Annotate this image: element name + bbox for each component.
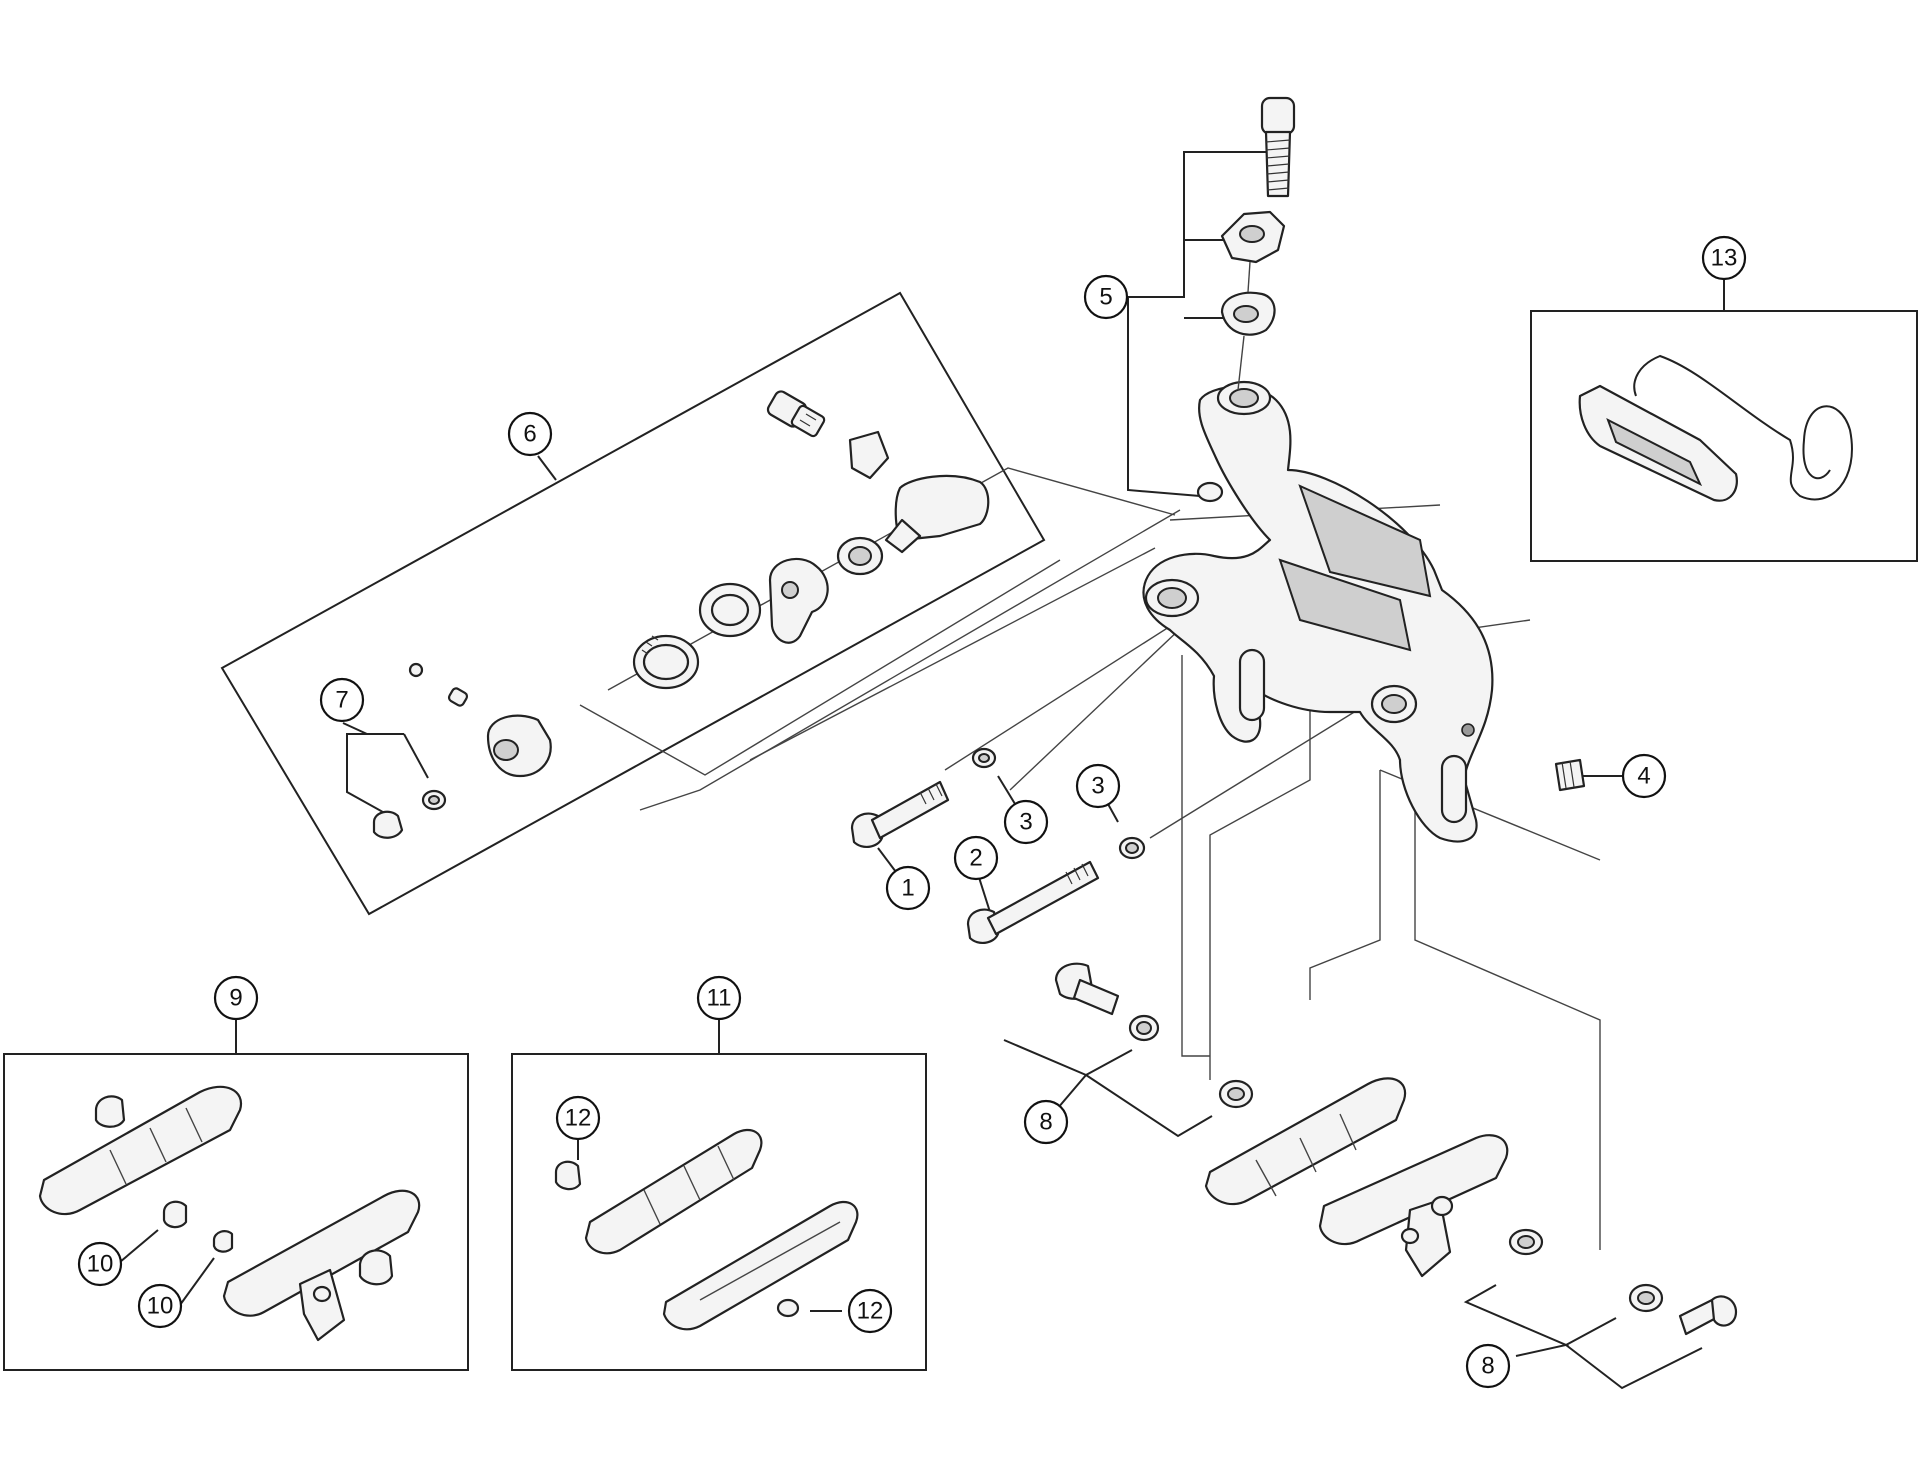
svg-text:12: 12 xyxy=(565,1105,592,1132)
fixing-bolt-assembly xyxy=(1196,96,1296,503)
pivot-bolts-and-washers xyxy=(850,747,1586,944)
svg-text:4: 4 xyxy=(1637,763,1650,790)
brake-pad-insert-set-11 xyxy=(554,1128,859,1331)
svg-text:5: 5 xyxy=(1099,284,1112,311)
callout-10: 10 xyxy=(137,1283,183,1329)
svg-text:10: 10 xyxy=(147,1293,174,1320)
callout-8: 8 xyxy=(1465,1343,1511,1389)
callout-9: 9 xyxy=(213,975,259,1021)
svg-text:6: 6 xyxy=(523,421,536,448)
callout-leaders xyxy=(119,151,1725,1390)
callout-10: 10 xyxy=(77,1241,123,1287)
brake-caliper-body xyxy=(1142,380,1494,843)
svg-text:3: 3 xyxy=(1091,773,1104,800)
svg-text:8: 8 xyxy=(1039,1109,1052,1136)
brake-shoe-set-9 xyxy=(38,1085,421,1342)
group-box-6 xyxy=(220,291,1046,916)
callout-13: 13 xyxy=(1701,235,1747,281)
callout-6: 6 xyxy=(507,411,553,457)
svg-text:3: 3 xyxy=(1019,809,1032,836)
svg-text:2: 2 xyxy=(969,845,982,872)
shoe-fixing-parts xyxy=(1054,962,1738,1336)
callout-4: 4 xyxy=(1621,753,1667,799)
callout-12: 12 xyxy=(555,1095,601,1141)
cable-adjuster-spring-13 xyxy=(1578,354,1853,502)
callout-11: 11 xyxy=(696,975,742,1021)
callout-3: 3 xyxy=(1075,763,1121,809)
right-shoe-assembly xyxy=(1204,1077,1509,1278)
callout-2: 2 xyxy=(953,835,999,881)
svg-text:9: 9 xyxy=(229,985,242,1012)
svg-text:10: 10 xyxy=(87,1251,114,1278)
svg-text:1: 1 xyxy=(901,875,914,902)
callout-3: 3 xyxy=(1003,799,1049,845)
svg-text:7: 7 xyxy=(335,687,348,714)
callout-5: 5 xyxy=(1083,274,1129,320)
quick-release-assembly xyxy=(372,390,990,839)
svg-text:13: 13 xyxy=(1711,245,1738,272)
callout-8: 8 xyxy=(1023,1099,1069,1145)
callout-7: 7 xyxy=(319,677,365,723)
svg-text:8: 8 xyxy=(1481,1353,1494,1380)
svg-text:12: 12 xyxy=(857,1298,884,1325)
svg-text:11: 11 xyxy=(707,985,732,1012)
callout-1: 1 xyxy=(885,865,931,911)
callout-12: 12 xyxy=(847,1288,893,1334)
